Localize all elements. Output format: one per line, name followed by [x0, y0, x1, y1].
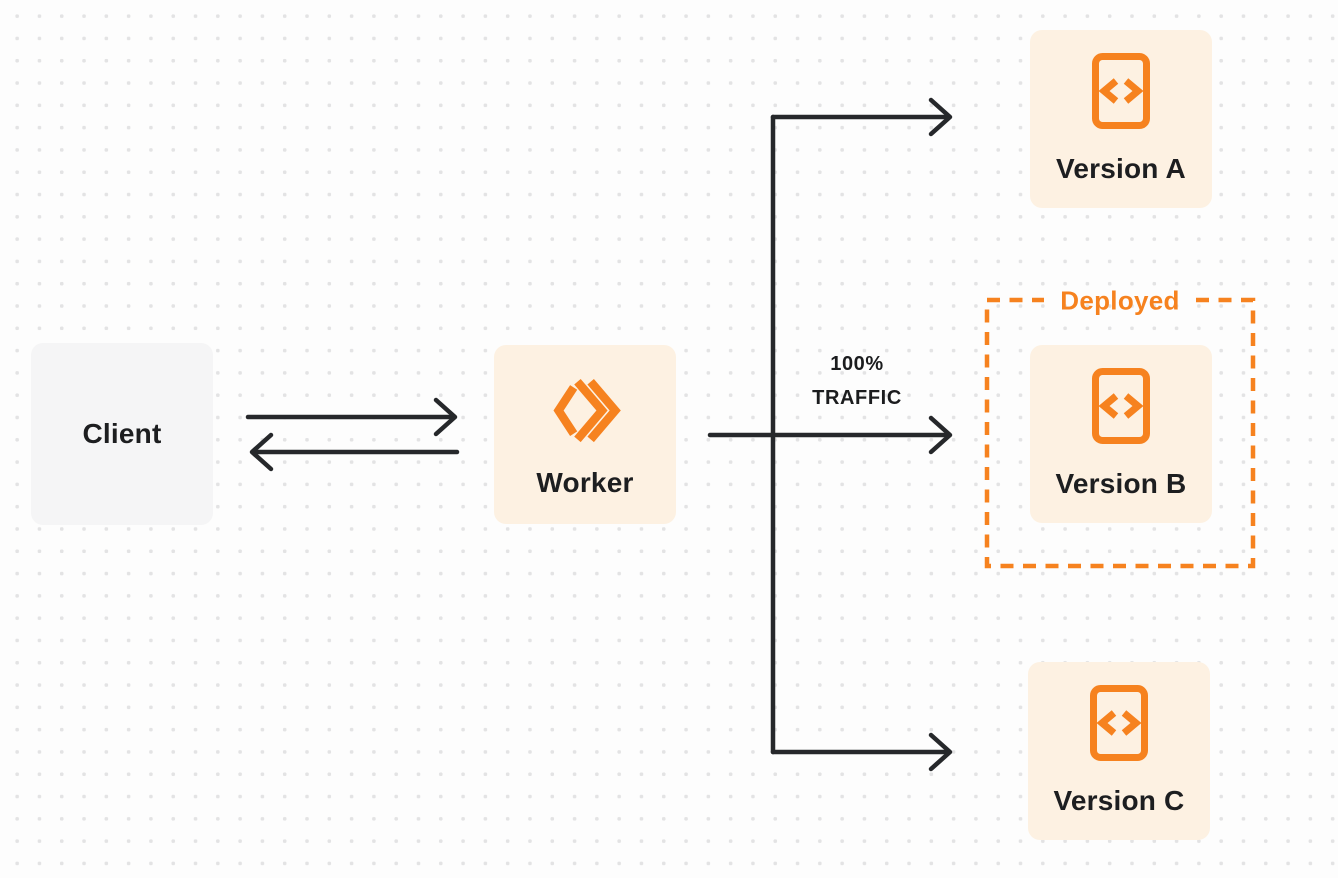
deployed-group-label: Deployed	[1060, 285, 1180, 316]
version-b-node: Version B	[1030, 345, 1212, 523]
code-file-icon	[1090, 685, 1148, 761]
version-c-arrowhead	[928, 732, 953, 772]
version-b-arrowhead	[928, 415, 953, 455]
cloudflare-workers-icon	[551, 375, 621, 447]
deployed-dashed-border	[984, 297, 1256, 569]
version-a-node: Version A	[1030, 30, 1212, 208]
worker-label: Worker	[536, 467, 634, 498]
client-node: Client	[31, 343, 213, 525]
version-b-label: Version B	[1055, 468, 1187, 499]
code-file-icon	[1092, 53, 1150, 129]
traffic-percent: 100%	[830, 353, 884, 375]
version-a-arrowhead	[928, 97, 953, 137]
traffic-annotation: 100% TRAFFIC	[812, 347, 902, 415]
version-c-label: Version C	[1053, 785, 1185, 816]
worker-to-client-arrowhead	[249, 432, 274, 472]
client-label: Client	[82, 418, 162, 449]
code-file-icon	[1092, 368, 1150, 444]
client-to-worker-arrowhead	[433, 397, 458, 437]
version-c-node: Version C	[1028, 662, 1210, 840]
worker-node: Worker	[494, 345, 676, 524]
traffic-word: TRAFFIC	[812, 387, 902, 409]
version-a-label: Version A	[1056, 153, 1186, 184]
